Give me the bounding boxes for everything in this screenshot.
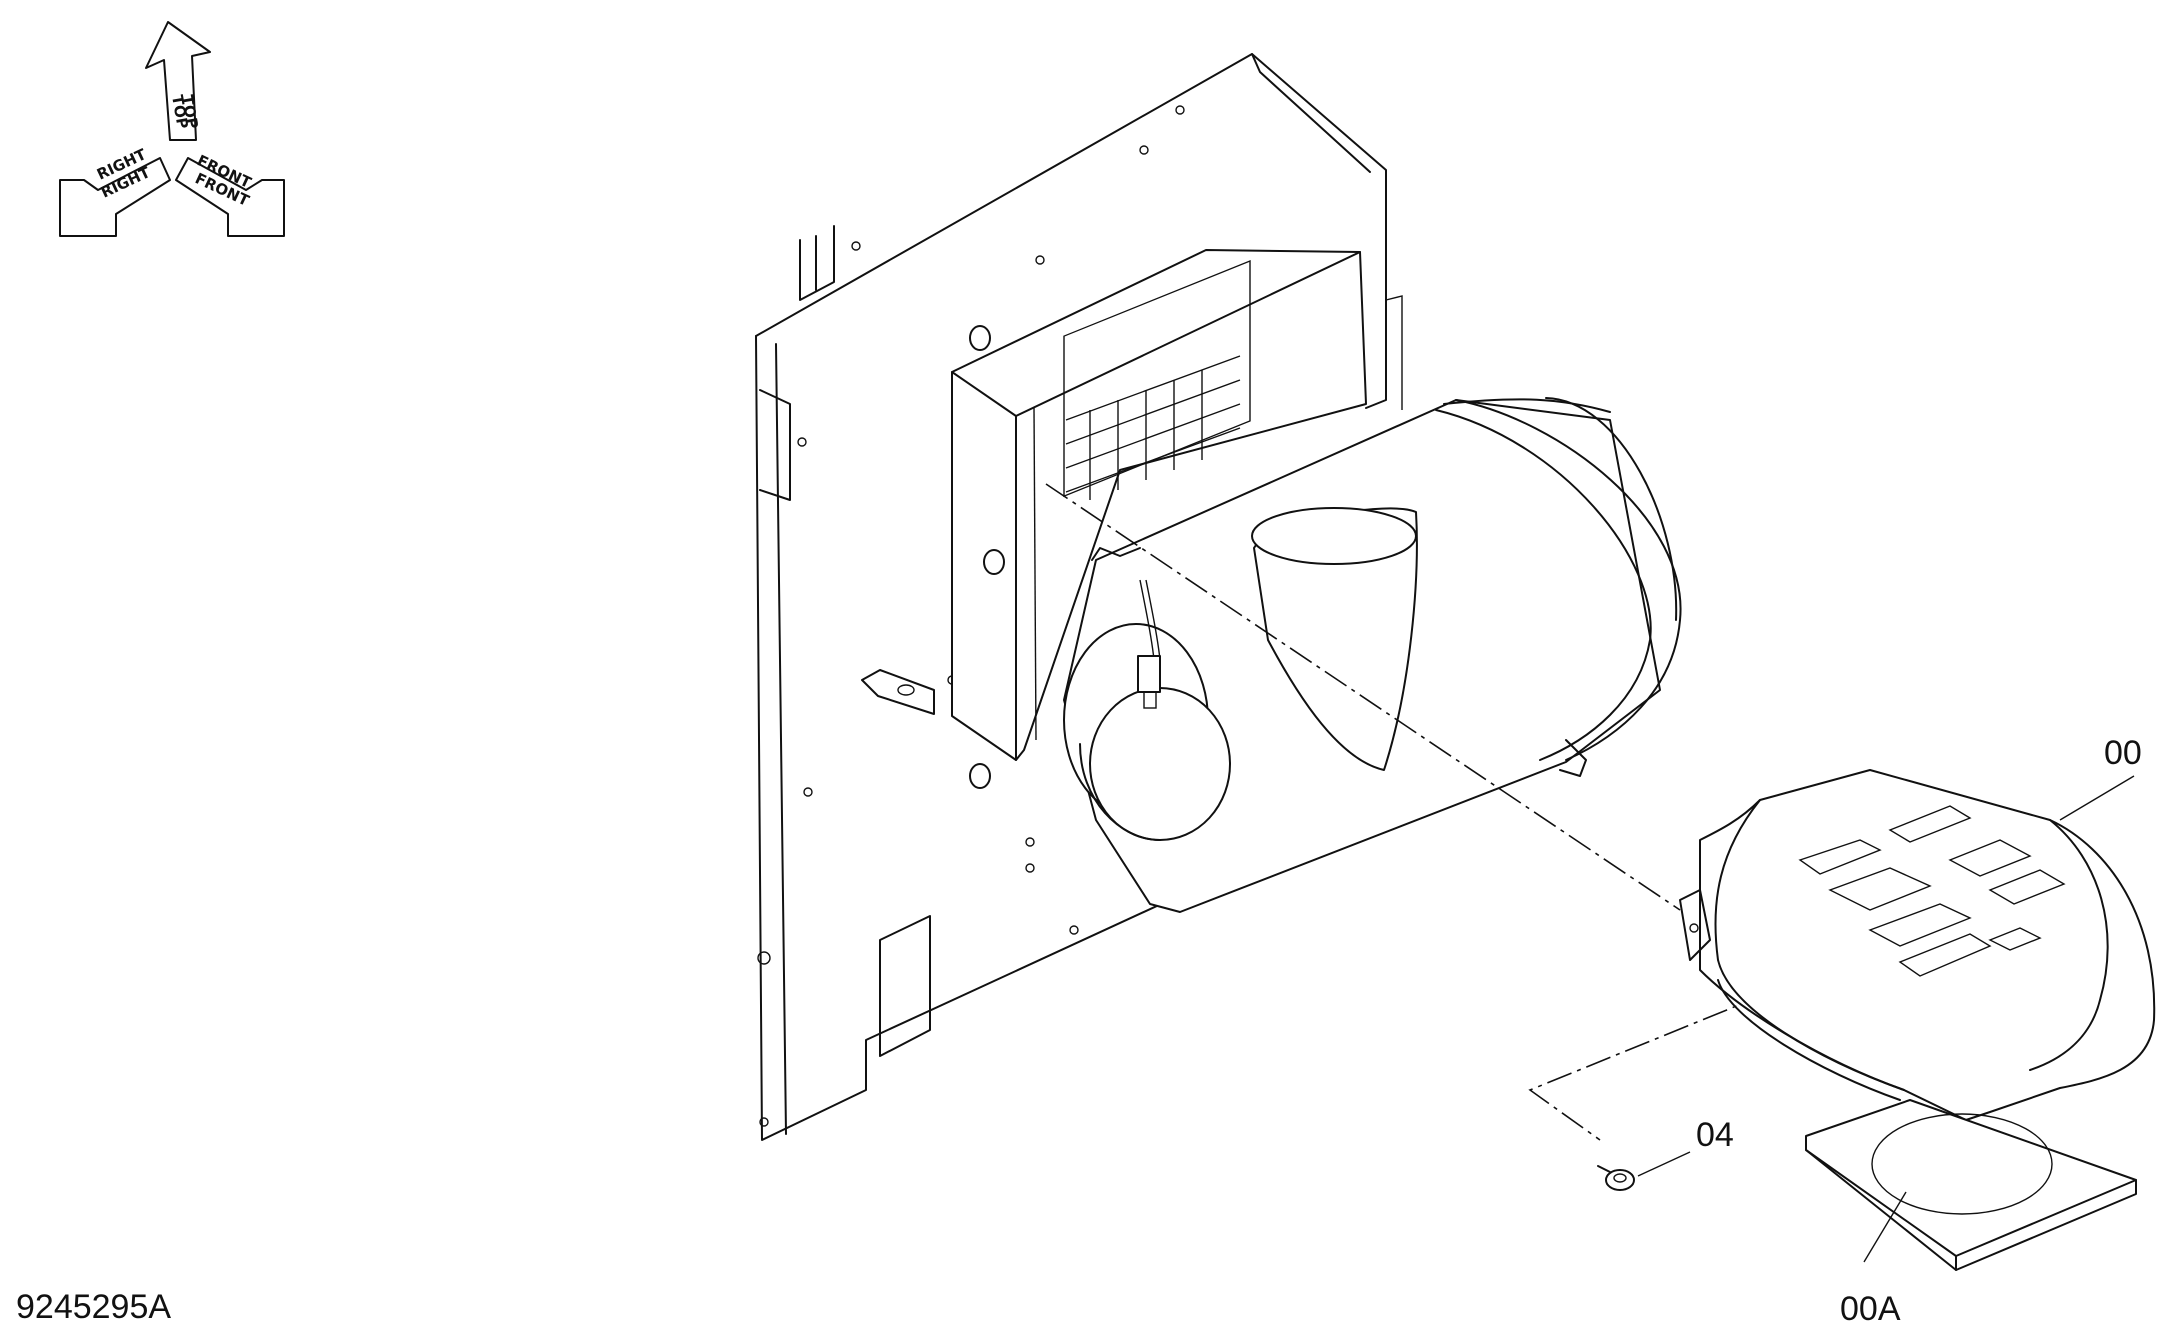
drawing-number: 9245295A xyxy=(16,1288,172,1326)
orientation-indicator: TOP TOP RIGHT RIGHT FRONT FRONT xyxy=(59,21,285,237)
leader-lines xyxy=(1637,775,2135,1263)
part-00A-pad xyxy=(1805,1099,2137,1271)
outlet-pipe-end xyxy=(1089,687,1231,841)
filter-housing-box xyxy=(951,249,1367,761)
front-arrow xyxy=(175,157,285,237)
air-cleaner-canister xyxy=(1063,397,1682,913)
restriction-sensor xyxy=(1137,655,1161,693)
top-arrow-label-shadow: TOP xyxy=(178,94,202,131)
part-00-cover xyxy=(1679,769,2156,1121)
part-04-bolt xyxy=(1597,1165,1635,1191)
top-arrow xyxy=(145,21,211,141)
right-arrow xyxy=(59,157,171,237)
mounting-panel xyxy=(755,53,1403,1141)
callout-00: 00 xyxy=(2104,734,2142,772)
callout-04: 04 xyxy=(1696,1116,1734,1154)
top-arrow-label: TOP xyxy=(168,94,192,131)
callout-00A: 00A xyxy=(1840,1290,1901,1328)
